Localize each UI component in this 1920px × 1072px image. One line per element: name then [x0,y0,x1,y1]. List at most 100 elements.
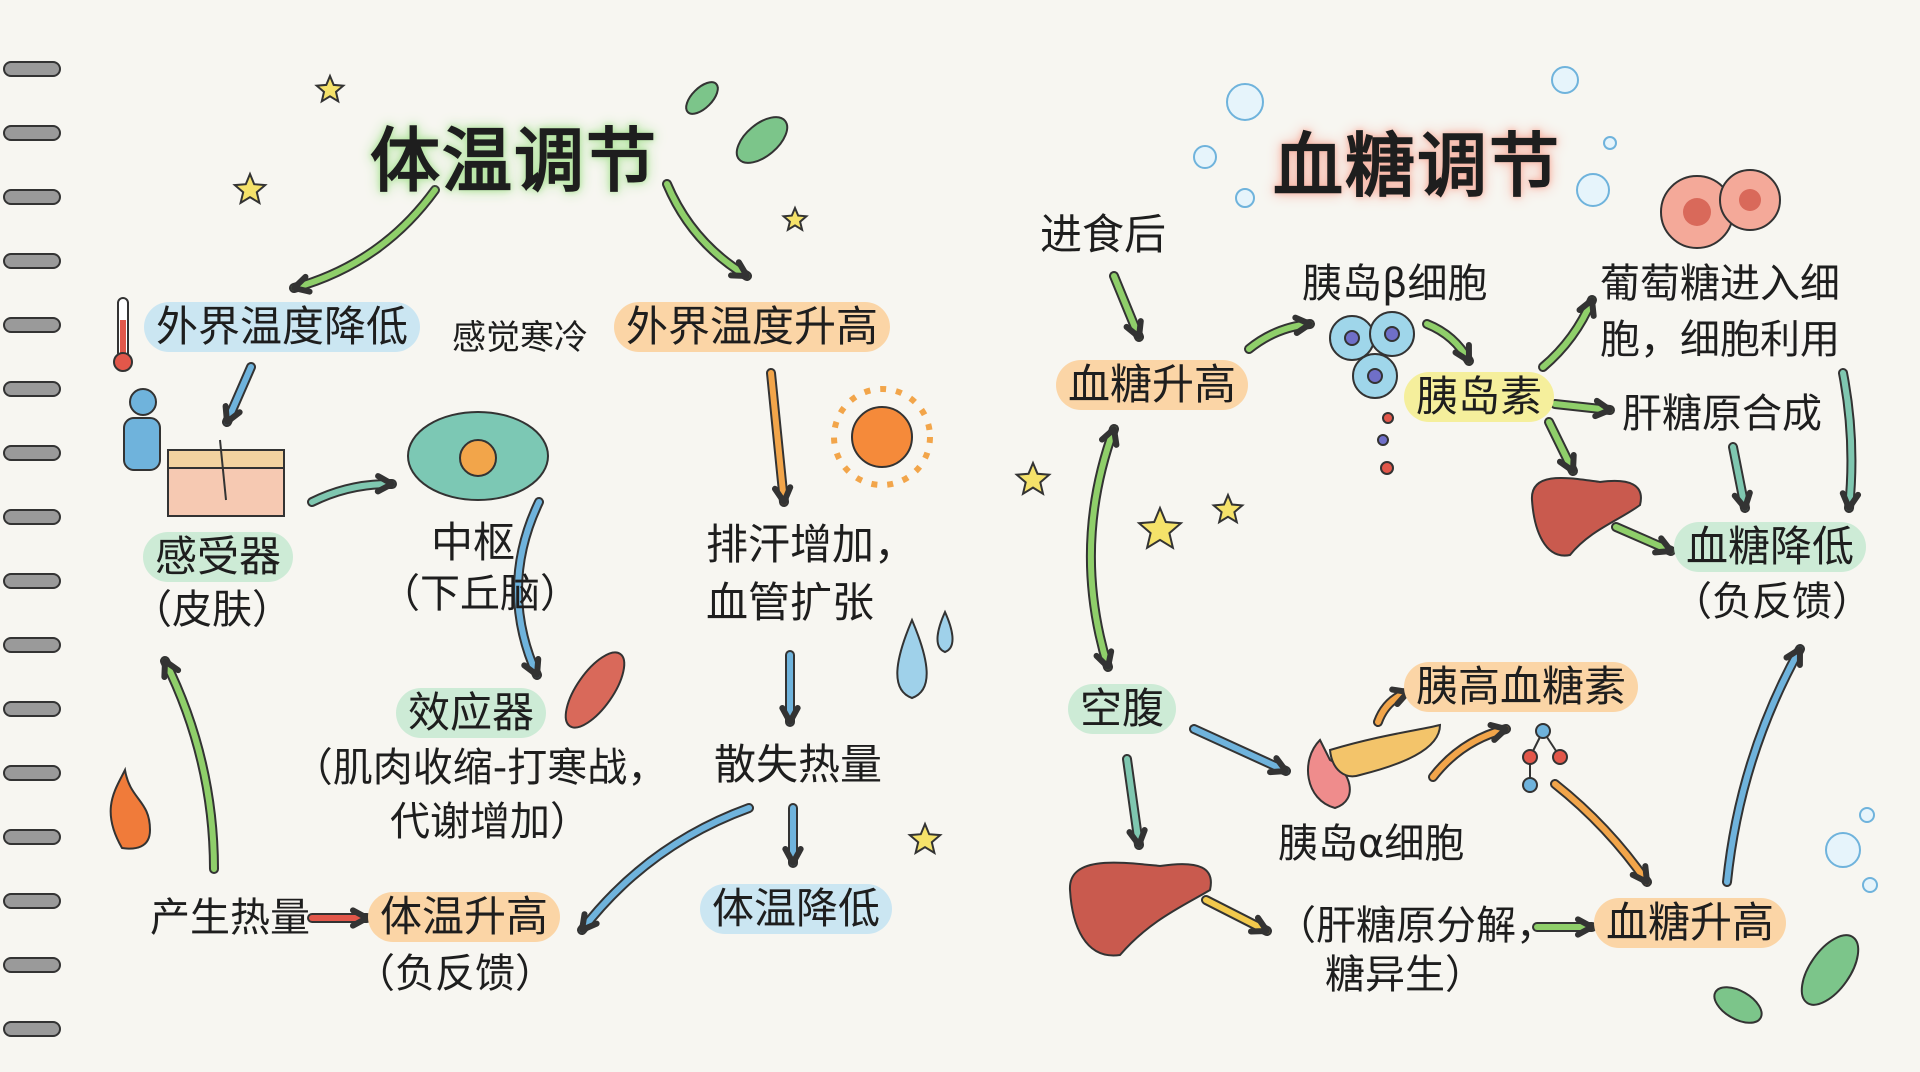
heat-loss: 散失热量 [714,740,883,789]
binding-ring [3,957,61,973]
flow-arrow [222,362,256,427]
bubble-icons [1193,66,1878,893]
spiral-binding [3,61,61,1037]
flow-arrow [1373,686,1413,727]
sweat-text-2: 血管扩张 [706,578,875,627]
flow-arrow [1122,754,1148,850]
uptake-text-2: 胞，细胞利用 [1600,317,1840,363]
glucose-title: 血糖调节 [1273,125,1561,207]
flow-arrow [307,907,372,929]
leaf-icons [685,81,1860,1024]
star-icon [1014,460,1052,496]
binding-ring [3,573,61,589]
water-drop-icon [896,609,954,700]
binding-ring [3,637,61,653]
ext-temp-high: 外界温度升高 [614,302,891,353]
binding-ring [3,445,61,461]
uptake-text-1: 葡萄糖进入细 [1600,261,1840,307]
temp-drop: 体温降低 [700,884,893,935]
blood-cell-icons [1660,169,1781,249]
flow-arrow [307,473,397,507]
flow-arrow [1538,295,1597,372]
effector-sub-1: （肌肉收缩-打寒战， [292,745,668,791]
star-icons [232,73,1245,856]
binding-ring [3,765,61,781]
flow-arrow [1422,319,1474,366]
binding-ring [3,61,61,77]
heat-produce: 产生热量 [150,895,310,941]
flow-arrow [289,185,440,295]
glucose-low-sub: （负反馈） [1672,579,1872,625]
glycogen-synthesis: 肝糖原合成 [1622,391,1822,437]
center-label: 中枢 [430,518,516,567]
binding-ring [3,189,61,205]
flow-arrow [577,803,754,935]
flow-arrow [1550,779,1652,887]
flow-arrow [1189,724,1291,776]
flow-arrow [1722,644,1805,887]
temp-rise-sub: （负反馈） [355,951,555,997]
receptor-sub: （皮肤） [132,587,292,633]
beta-cell-label: 胰岛β细胞 [1302,261,1488,307]
glucose-high-2: 血糖升高 [1594,898,1787,949]
binding-ring [3,317,61,333]
effector-label: 效应器 [395,688,547,739]
temp-rise: 体温升高 [368,892,561,943]
molecule-icon [1522,723,1568,793]
binding-ring [3,701,61,717]
fasting-label: 空腹 [1068,684,1177,735]
binding-ring [3,893,61,909]
sun-icon [831,386,933,488]
flow-arrow [1085,424,1120,672]
binding-ring [3,253,61,269]
center-sub: （下丘脑） [380,571,580,617]
star-icon [1211,492,1245,525]
glucagon-label: 胰高血糖素 [1404,662,1639,713]
flow-arrow [160,656,219,874]
flow-arrow [1544,417,1578,476]
glucose-low: 血糖降低 [1674,522,1867,573]
flow-arrow [1838,368,1862,513]
flow-arrow [1428,722,1511,782]
flow-arrow [779,650,801,727]
thermometer-icon [113,297,133,372]
liver-icon [1530,477,1642,557]
flow-arrow [1550,397,1615,420]
skin-icon [167,439,285,517]
flow-arrow [766,368,794,507]
after-meal: 进食后 [1040,210,1167,259]
breakdown-text-1: （肝糖原分解， [1276,903,1556,949]
shivering-person-icon [123,388,161,471]
muscle-icon [564,651,626,729]
star-icon [1136,505,1184,550]
feel-cold: 感觉寒冷 [452,318,588,358]
flow-arrow [782,803,804,868]
flow-arrow [513,497,544,680]
star-icon [314,73,346,104]
binding-ring [3,381,61,397]
binding-ring [3,125,61,141]
binding-ring [3,829,61,845]
insulin-label: 胰岛素 [1404,372,1555,423]
ext-temp-low: 外界温度降低 [144,302,421,353]
binding-ring [3,1021,61,1037]
flow-arrow [662,179,752,281]
alpha-cell-label: 胰岛α细胞 [1278,821,1465,867]
star-icon [232,171,268,206]
star-icon [781,205,809,232]
binding-ring [3,509,61,525]
flow-arrow [1728,442,1753,513]
liver-icon [1068,861,1212,957]
flow-arrow [1109,271,1144,342]
flow-arrow [1201,895,1272,936]
effector-sub-2: 代谢增加） [390,799,590,845]
sweat-text-1: 排汗增加， [706,520,917,569]
pancreas-icon [1307,723,1442,810]
brain-icon [407,411,549,501]
glucose-high: 血糖升高 [1056,360,1249,411]
temperature-title: 体温调节 [370,120,658,202]
receptor-label: 感受器 [142,532,294,583]
breakdown-text-2: 糖异生） [1325,952,1485,998]
beta-cells-icon [1329,311,1415,475]
